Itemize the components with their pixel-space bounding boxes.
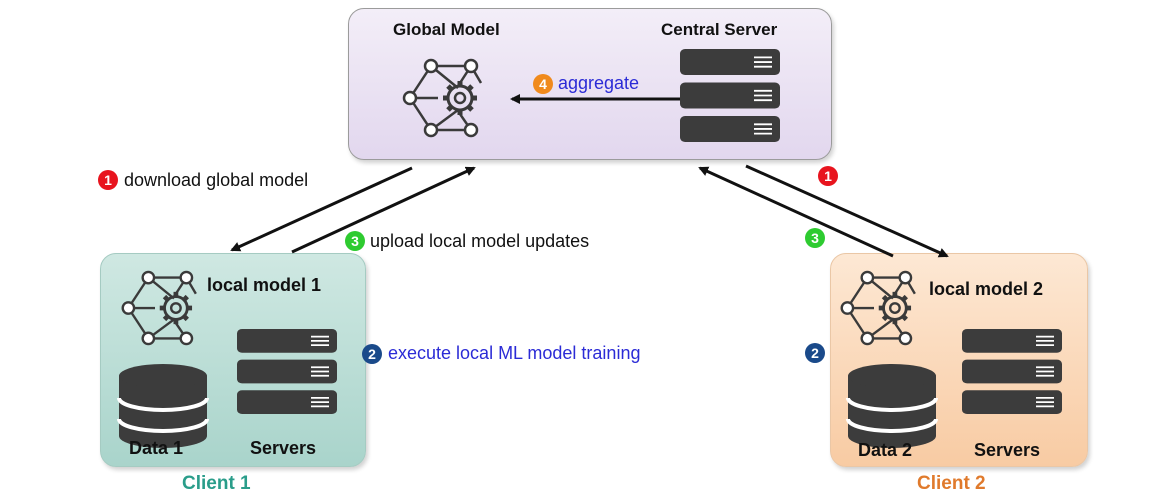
central-server-label: Central Server (661, 20, 778, 39)
step3-badge-right: 3 (805, 228, 825, 248)
upload-arrow-client2 (698, 166, 894, 258)
client2-database-icon (846, 362, 938, 450)
local-model2-network-gear-icon (842, 272, 915, 344)
global-model-label: Global Model (393, 20, 500, 39)
execute-training-label: execute local ML model training (388, 343, 641, 363)
client2-servers-label: Servers (974, 440, 1041, 460)
upload-local-updates-label: upload local model updates (370, 231, 590, 251)
client1-server-rack-icon (237, 329, 337, 414)
client1-servers-label: Servers (250, 438, 317, 458)
svg-text:2: 2 (811, 345, 819, 361)
local-model1-label: local model 1 (207, 275, 322, 295)
step3-badge-left: 3 (345, 231, 365, 251)
step1-badge-right: 1 (818, 166, 838, 186)
svg-text:1: 1 (104, 172, 112, 188)
data2-label: Data 2 (858, 440, 913, 460)
svg-text:3: 3 (351, 233, 359, 249)
data1-label: Data 1 (129, 438, 184, 458)
client1-database-icon (117, 362, 209, 450)
download-arrow-client2 (745, 164, 949, 258)
client2-caption: Client 2 (917, 473, 986, 494)
local-model1-network-gear-icon (123, 272, 196, 344)
global-model-network-gear-icon (404, 60, 481, 136)
svg-text:4: 4 (539, 76, 547, 92)
step2-badge-left: 2 (362, 344, 382, 364)
step1-badge-left: 1 (98, 170, 118, 190)
download-arrow-client1 (230, 166, 413, 252)
step4-badge: 4 (533, 74, 553, 94)
step2-badge-right: 2 (805, 343, 825, 363)
local-model2-label: local model 2 (929, 279, 1044, 299)
svg-text:3: 3 (811, 230, 819, 246)
client2-server-rack-icon (962, 329, 1062, 414)
client1-caption: Client 1 (182, 473, 251, 494)
download-global-model-label: download global model (124, 170, 309, 190)
svg-text:1: 1 (824, 168, 832, 184)
svg-text:2: 2 (368, 346, 376, 362)
aggregate-label: aggregate (558, 73, 640, 93)
upload-arrow-client1 (291, 166, 476, 254)
central-server-rack-icon (680, 49, 780, 142)
